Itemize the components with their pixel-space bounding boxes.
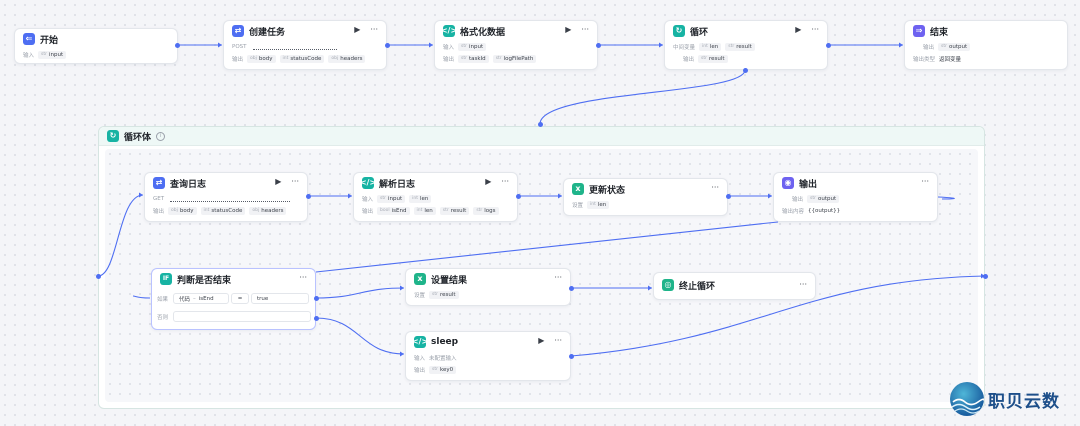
watermark-logo: 职贝云数: [950, 382, 1060, 416]
condition-value[interactable]: true: [251, 293, 309, 304]
more-button[interactable]: ···: [711, 183, 719, 192]
output-handle[interactable]: [175, 42, 180, 48]
run-button[interactable]: ▶: [538, 336, 545, 345]
loop-icon: ↻: [673, 25, 685, 37]
output-handle[interactable]: [384, 42, 390, 48]
redacted-url: [170, 196, 291, 202]
run-button[interactable]: ▶: [795, 25, 802, 34]
loop-icon: ↻: [107, 130, 119, 142]
more-button[interactable]: ···: [291, 177, 299, 186]
more-button[interactable]: ···: [811, 25, 819, 34]
variable-icon: x: [572, 183, 584, 195]
more-button[interactable]: ···: [299, 273, 307, 282]
arrow-loop: [659, 42, 663, 48]
code-icon: </>: [411, 336, 429, 348]
output-handle[interactable]: [515, 193, 521, 199]
else-branch-box[interactable]: [173, 311, 311, 322]
code-icon: </>: [359, 177, 377, 189]
input-handle[interactable]: [537, 121, 543, 127]
condition-operator[interactable]: =: [231, 293, 249, 304]
more-button[interactable]: ···: [370, 25, 378, 34]
arrow-create: [218, 42, 222, 48]
code-icon: </>: [440, 25, 458, 37]
output-handle[interactable]: [742, 67, 748, 73]
run-button[interactable]: ▶: [485, 177, 492, 186]
output-handle[interactable]: [313, 295, 319, 301]
node-title: 开始: [40, 35, 59, 46]
end-icon: ⇒: [913, 25, 925, 37]
arrow-end: [899, 42, 903, 48]
arrow-format: [429, 42, 433, 48]
condition-variable[interactable]: 代码–isEnd: [173, 293, 229, 304]
output-handle[interactable]: [568, 353, 574, 359]
output-handle[interactable]: [313, 315, 319, 321]
logo-emblem-icon: [950, 382, 984, 416]
output-handle[interactable]: [825, 42, 831, 48]
more-button[interactable]: ···: [554, 273, 562, 282]
output-handle[interactable]: [568, 285, 574, 291]
more-button[interactable]: ···: [799, 280, 807, 289]
more-button[interactable]: ···: [921, 177, 929, 186]
http-icon: ⇄: [153, 177, 165, 189]
run-button[interactable]: ▶: [275, 177, 282, 186]
output-handle[interactable]: [595, 42, 601, 48]
if-icon: IF: [160, 273, 172, 285]
node-break-loop[interactable]: ◎终止循环 ···: [653, 272, 816, 300]
stop-icon: ◎: [662, 279, 674, 291]
loop-output-handle[interactable]: [982, 273, 988, 279]
variable-icon: x: [414, 273, 426, 285]
loop-input-handle[interactable]: [95, 273, 101, 279]
output-handle[interactable]: [305, 193, 311, 199]
more-button[interactable]: ···: [501, 177, 509, 186]
output-icon: ◉: [782, 177, 794, 189]
more-button[interactable]: ···: [554, 336, 562, 345]
more-button[interactable]: ···: [581, 25, 589, 34]
info-icon[interactable]: i: [156, 131, 166, 141]
run-button[interactable]: ▶: [565, 25, 572, 34]
start-icon: ⇐: [23, 33, 35, 45]
http-icon: ⇄: [232, 25, 244, 37]
output-handle[interactable]: [725, 193, 731, 199]
wire-loop-body: [539, 69, 746, 125]
run-button[interactable]: ▶: [354, 25, 361, 34]
watermark-text: 职贝云数: [988, 391, 1060, 412]
redacted-url: [252, 44, 337, 50]
